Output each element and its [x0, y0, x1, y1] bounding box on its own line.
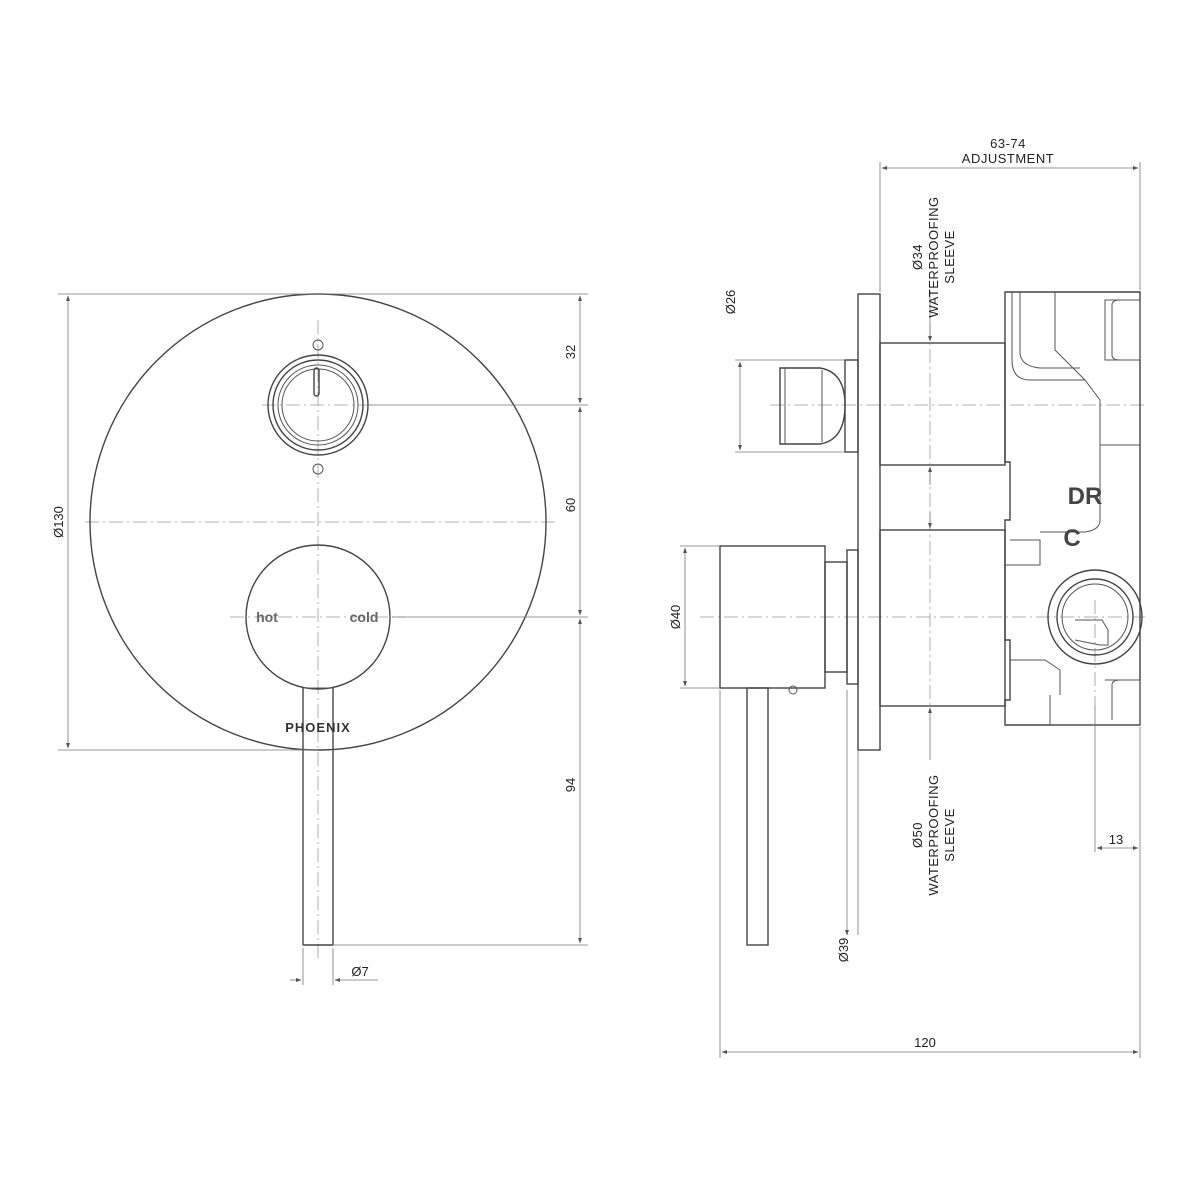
diverter-bottom-dot — [312, 463, 324, 475]
lever-side — [746, 687, 769, 946]
dim-adjustment: 63-74 ADJUSTMENT — [879, 136, 1141, 292]
brand-logo-text: PHOENIX — [285, 720, 351, 735]
diverter-top-dot — [312, 339, 324, 351]
valve-body: DR C — [1004, 291, 1143, 726]
mounting-plate — [857, 293, 881, 751]
adjustment-value-text: 63-74 — [990, 136, 1026, 151]
outlet-dr-label: DR — [1068, 483, 1103, 510]
dim-top-text: 32 — [563, 345, 578, 359]
dim-top-shaft: Ø26 — [723, 290, 845, 453]
diverter-indicator — [313, 367, 320, 397]
hot-label: hot — [256, 609, 278, 625]
dim-lever-diameter: Ø7 — [290, 948, 378, 985]
diverter-side — [779, 342, 1006, 466]
dim-total-depth: 120 — [719, 690, 1141, 1058]
inlet-port-outer — [1047, 569, 1143, 665]
dim-plate-diameter: Ø130 — [51, 293, 318, 751]
dim-plate-diameter-text: Ø130 — [51, 506, 66, 538]
sleeve-bottom: Ø50 WATERPROOFING SLEEVE — [910, 512, 957, 896]
dim-lever-diameter-text: Ø7 — [351, 964, 368, 979]
side-view: DR C 63-74 ADJUSTMENT Ø26 Ø34 WATERPROOF… — [668, 136, 1145, 1058]
dim-mid: 60 — [563, 406, 582, 616]
dim-lower-shaft: Ø39 — [836, 690, 859, 963]
dim-top: 32 — [563, 295, 582, 404]
dim-offset-text: 13 — [1109, 832, 1123, 847]
outlet-c-label: C — [1063, 525, 1080, 552]
cold-label: cold — [350, 609, 379, 625]
sleeve-top: Ø34 WATERPROOFING SLEEVE — [910, 196, 957, 485]
sleeve-bottom-size: Ø50 — [910, 822, 925, 848]
adjustment-label-text: ADJUSTMENT — [962, 151, 1054, 166]
dim-mid-text: 60 — [563, 498, 578, 512]
dim-handle-body-text: Ø40 — [668, 605, 683, 630]
inlet-port-inner — [1056, 578, 1134, 656]
sleeve-bottom-line2: SLEEVE — [942, 808, 957, 862]
dim-handle-body: Ø40 — [668, 545, 720, 689]
sleeve-top-size: Ø34 — [910, 244, 925, 270]
dim-lever: 94 — [563, 618, 582, 944]
lever-handle — [302, 687, 334, 946]
sleeve-bottom-line1: WATERPROOFING — [926, 774, 941, 895]
dim-offset: 13 — [1094, 705, 1141, 852]
dim-total-depth-text: 120 — [914, 1035, 936, 1050]
sleeve-top-line1: WATERPROOFING — [926, 196, 941, 317]
mixer-side — [719, 529, 1006, 946]
mixer-knob: hot cold — [245, 544, 391, 690]
dim-lever-text: 94 — [563, 778, 578, 792]
diverter-control — [267, 339, 369, 475]
sleeve-top-line2: SLEEVE — [942, 230, 957, 284]
dim-lower-shaft-text: Ø39 — [836, 938, 851, 963]
front-view: hot cold PHOENIX Ø130 32 — [51, 293, 588, 985]
dim-top-shaft-text: Ø26 — [723, 290, 738, 315]
